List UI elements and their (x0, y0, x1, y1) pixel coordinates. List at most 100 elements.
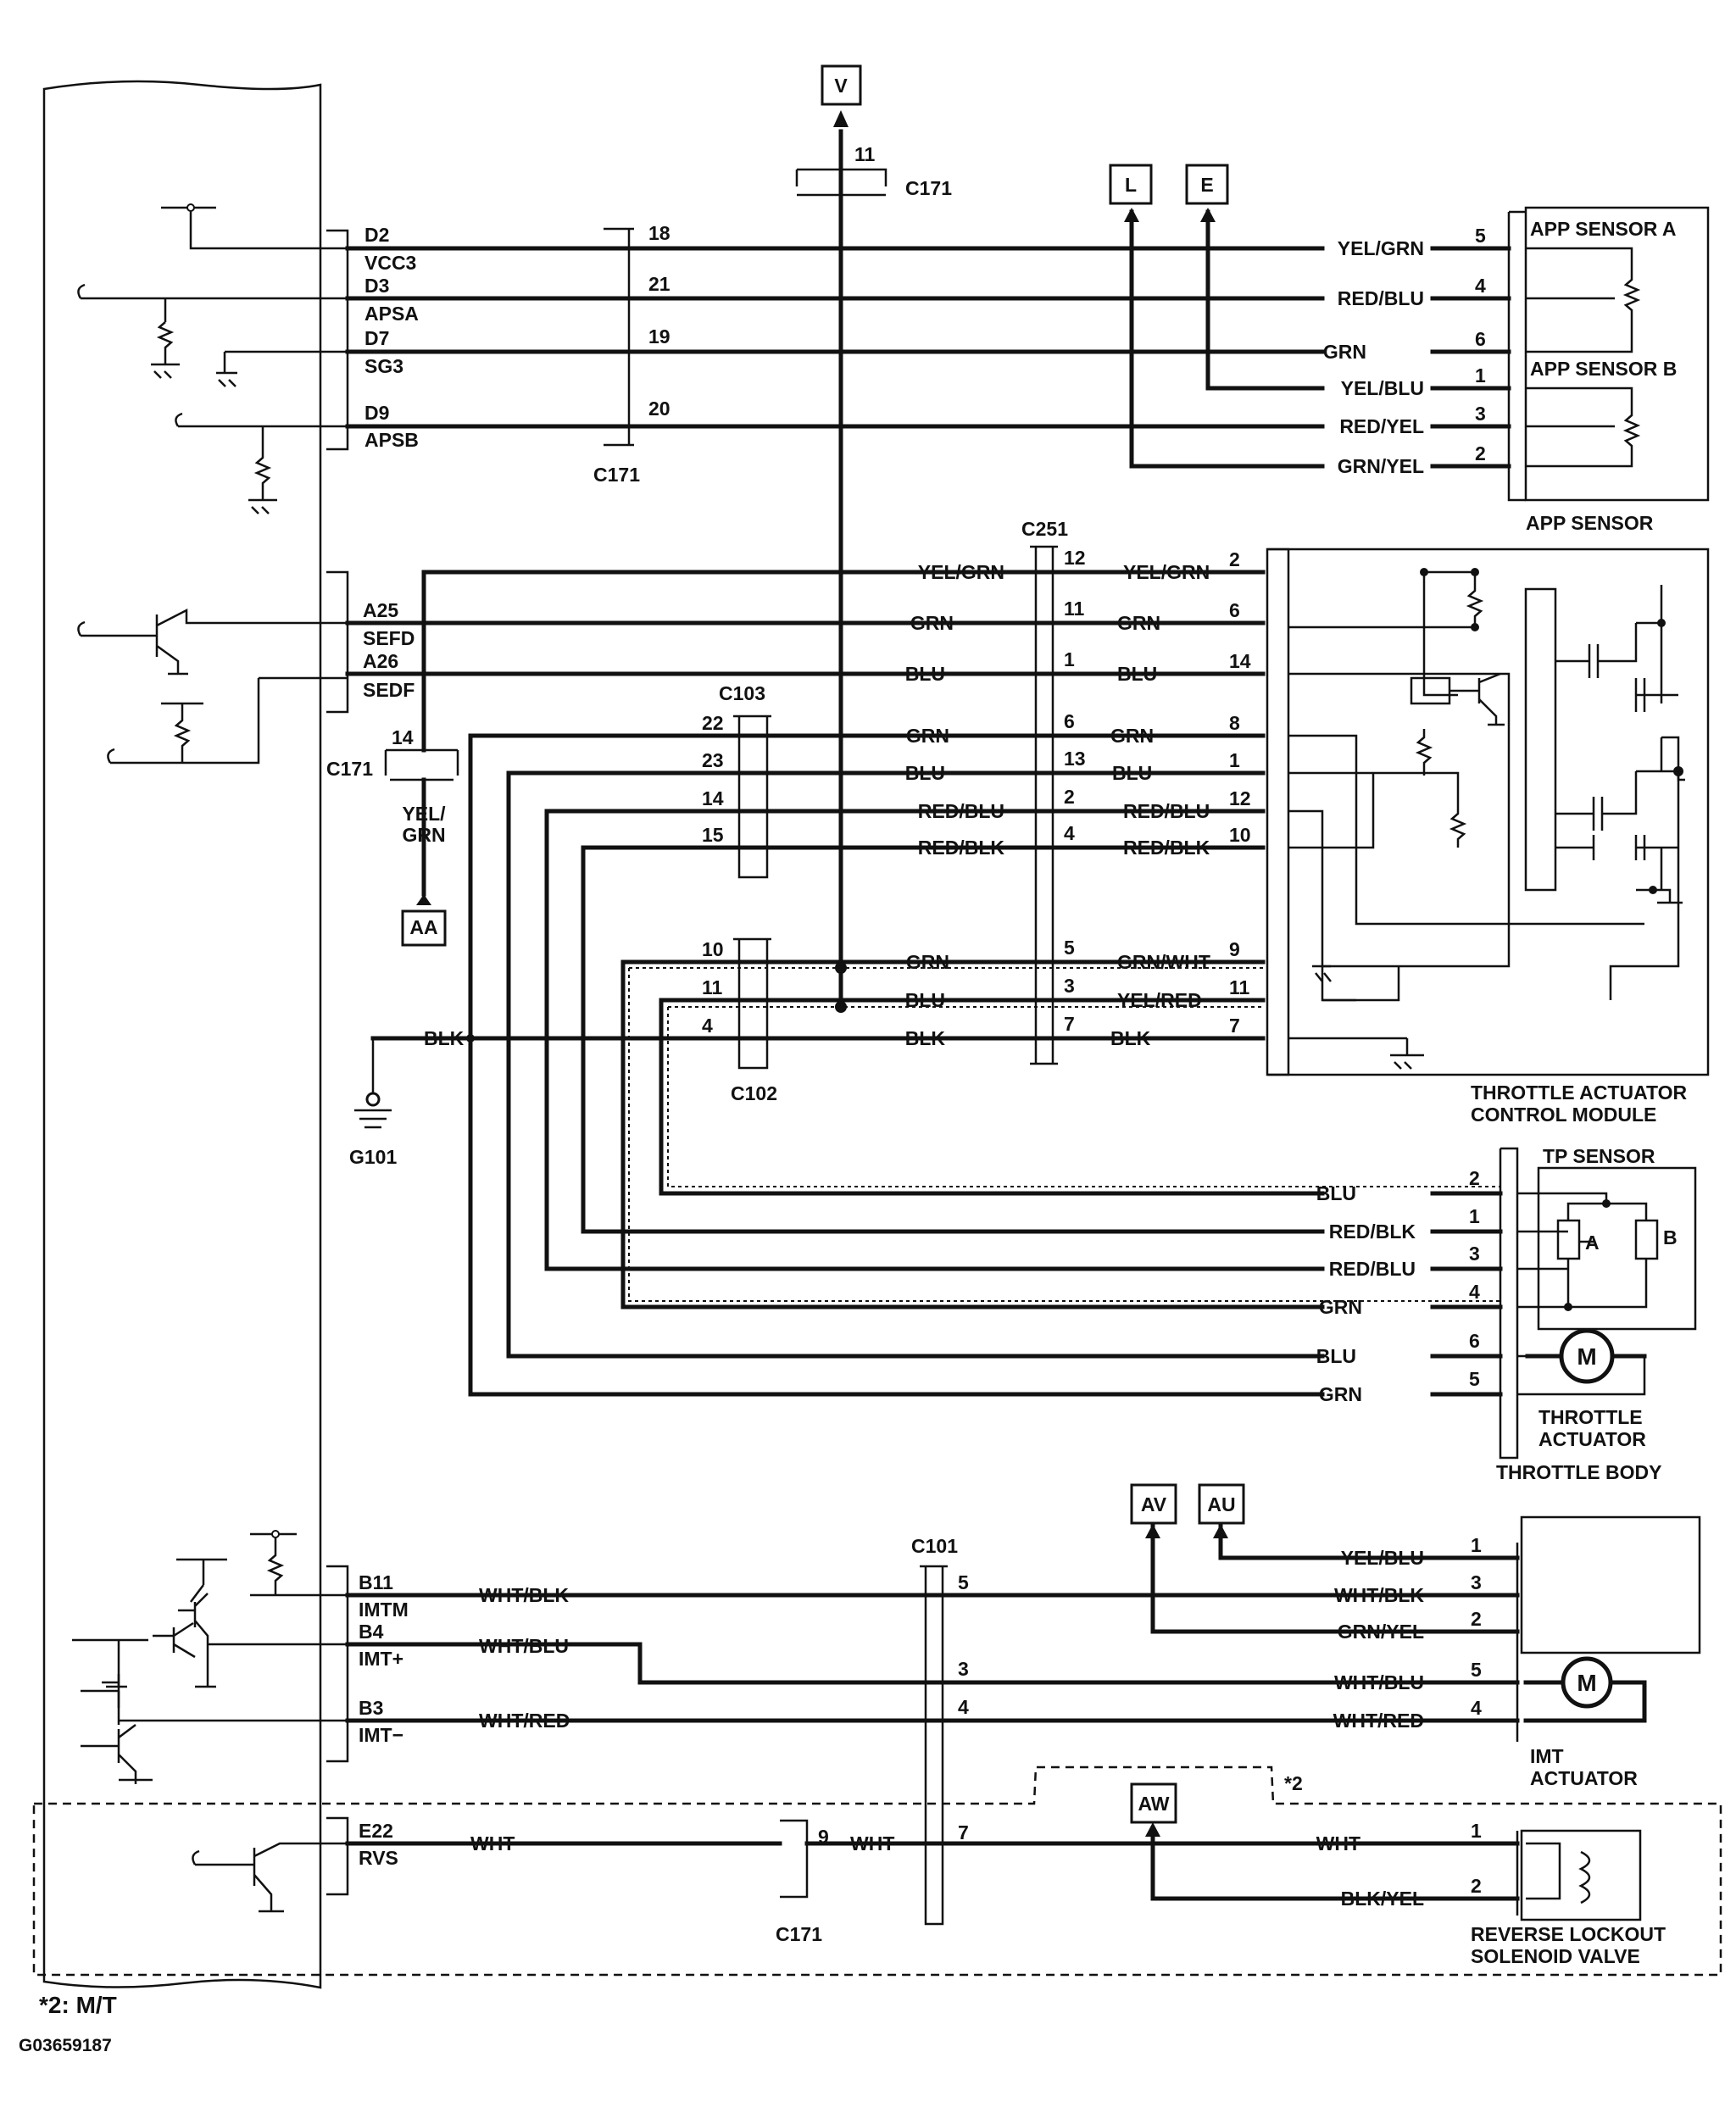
label-thr-act-2: ACTUATOR (1538, 1428, 1646, 1450)
label-app-sensor: APP SENSOR (1526, 512, 1654, 534)
label-throttle-body: THROTTLE BODY (1496, 1461, 1662, 1483)
label-c171-split: C171 (326, 758, 373, 780)
tacm-pin-7: 7 (1229, 1015, 1240, 1037)
label-tp-sensor: TP SENSOR (1543, 1145, 1655, 1167)
wire-app-grn: GRN (1323, 341, 1366, 363)
imt-pin-1: 1 (1471, 1534, 1482, 1556)
connector-c251 (1030, 545, 1058, 1065)
wire-tb-red-blk: RED/BLK (1329, 1221, 1416, 1243)
offpage-e: E (1200, 174, 1213, 196)
tacm-pin-1: 1 (1229, 749, 1240, 771)
tacm-pin-9: 9 (1229, 938, 1240, 960)
v-junctions (835, 962, 847, 1013)
c251-pin-5: 5 (1064, 937, 1075, 959)
pin-imtp: IMT+ (359, 1648, 403, 1670)
wire-tacm-red-blu-l: RED/BLU (918, 800, 1004, 822)
pin-b4: B4 (359, 1621, 384, 1643)
label-tacm-2: CONTROL MODULE (1471, 1104, 1656, 1126)
c102-pin-11: 11 (702, 976, 723, 998)
label-c102: C102 (731, 1082, 777, 1104)
c103-pin-23: 23 (702, 749, 724, 771)
c102-pin-4: 4 (702, 1015, 713, 1037)
wire-tb-grn: GRN (1319, 1296, 1362, 1318)
tacm-pin-12: 12 (1229, 787, 1251, 809)
app-pin-2: 2 (1475, 442, 1486, 464)
c251-pin-1: 1 (1064, 648, 1075, 670)
label-imt-1: IMT (1530, 1745, 1564, 1767)
c101-pin-5: 5 (958, 1571, 969, 1593)
wire-imt-wht-blu-r: WHT/BLU (1334, 1671, 1424, 1693)
wire-tb-blu-2: BLU (1316, 1345, 1356, 1367)
tacm-box (1266, 548, 1710, 1076)
app-pin-6: 6 (1475, 328, 1486, 350)
wire-tacm-yel-red-r: YEL/RED (1117, 989, 1202, 1011)
wire-tacm-blk-r: BLK (1110, 1027, 1151, 1049)
label-c101: C101 (911, 1535, 958, 1557)
offpage-arrows (401, 64, 1245, 1837)
tb-pin-3: 3 (1469, 1243, 1480, 1265)
rls-pin-2: 2 (1471, 1875, 1482, 1897)
tb-pin-2: 2 (1469, 1167, 1480, 1189)
label-c171-top: C171 (905, 177, 952, 199)
label-imt-2: ACTUATOR (1530, 1767, 1638, 1789)
wire-app-yel-grn: YEL/GRN (1338, 237, 1424, 259)
c101-pin-4: 4 (958, 1696, 969, 1718)
wire-tacm-blu-r: BLU (1117, 663, 1157, 685)
wire-imt-yel-blu: YEL/BLU (1341, 1547, 1424, 1569)
wire-tacm-blu-3-l: BLU (905, 989, 945, 1011)
c171-pin-18: 18 (648, 222, 670, 244)
offpage-aw: AW (1138, 1793, 1169, 1815)
throttle-body (1430, 1147, 1697, 1460)
wire-tacm-grn-3-l: GRN (906, 951, 949, 973)
wire-tb-blu: BLU (1316, 1182, 1356, 1204)
c102-pin-10: 10 (702, 938, 724, 960)
c103-pin-15: 15 (702, 824, 724, 846)
c101-pin-3: 3 (958, 1658, 969, 1680)
label-rls-2: SOLENOID VALVE (1471, 1945, 1640, 1967)
wire-imt-wht-red-l: WHT/RED (479, 1710, 570, 1732)
wire-app-red-blu: RED/BLU (1338, 287, 1424, 309)
wire-rvs-wht-m: WHT (850, 1832, 894, 1854)
wire-tacm-red-blu-r: RED/BLU (1123, 800, 1210, 822)
c171-pin-14: 14 (392, 726, 414, 748)
app-pin-3: 3 (1475, 403, 1486, 425)
pin-d7: D7 (364, 327, 389, 349)
label-note2: *2 (1284, 1772, 1303, 1794)
wire-app-yel-blu: YEL/BLU (1341, 377, 1424, 399)
c171-pin-11: 11 (854, 143, 876, 165)
c103-pin-22: 22 (702, 712, 724, 734)
label-c251: C251 (1021, 518, 1068, 540)
wire-tacm-red-blk-l: RED/BLK (918, 837, 1005, 859)
label-c171-bottom: C171 (776, 1923, 822, 1945)
ecm-outline (42, 80, 322, 1989)
label-tp-a: A (1585, 1232, 1600, 1254)
wires-throttle-routing (468, 733, 1500, 1397)
pin-d9: D9 (364, 402, 389, 424)
label-app-sensor-a: APP SENSOR A (1530, 218, 1677, 240)
wire-g101-blk: BLK (424, 1027, 465, 1049)
pin-apsb: APSB (364, 429, 419, 451)
c251-pin-12: 12 (1064, 547, 1086, 569)
wire-imt-wht-blk-r: WHT/BLK (1334, 1584, 1424, 1606)
label-app-sensor-b: APP SENSOR B (1530, 358, 1677, 380)
wire-rvs-wht-r: WHT (1316, 1832, 1360, 1854)
pin-apsa: APSA (364, 303, 419, 325)
pin-d3: D3 (364, 275, 389, 297)
connector-c102 (733, 937, 771, 1070)
pin-sefd: SEFD (363, 627, 415, 649)
wire-rvs-wht-l: WHT (470, 1832, 515, 1854)
mt-dashed-region (32, 1765, 1722, 1977)
c171-pin-19: 19 (648, 325, 670, 348)
offpage-av: AV (1141, 1493, 1167, 1515)
connector-c171-split (384, 748, 459, 897)
wire-tacm-yel-grn-r: YEL/GRN (1123, 561, 1210, 583)
c251-pin-2: 2 (1064, 786, 1075, 808)
pin-imtm: IMTM (359, 1599, 409, 1621)
wire-tb-grn-2: GRN (1319, 1383, 1362, 1405)
offpage-l: L (1125, 174, 1137, 196)
wire-tacm-grn-r: GRN (1117, 612, 1160, 634)
pin-b11: B11 (359, 1571, 393, 1593)
pin-sg3: SG3 (364, 355, 403, 377)
wire-tb-red-blu: RED/BLU (1329, 1258, 1416, 1280)
label-rls-1: REVERSE LOCKOUT (1471, 1923, 1666, 1945)
